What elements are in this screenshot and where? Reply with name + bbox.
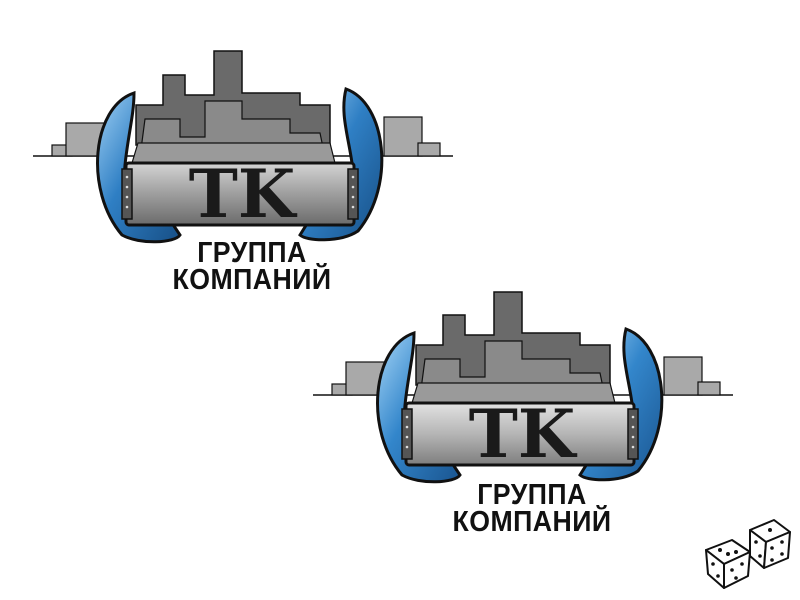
caption-line-2: КОМПАНИЙ: [172, 264, 332, 296]
logo-emblem: TK: [33, 50, 453, 244]
logo-variant: TK ГРУППА КОМПАНИЙ: [310, 287, 740, 537]
caption-line-1: ГРУППА: [197, 237, 307, 269]
caption-line-2: КОМПАНИЙ: [452, 506, 612, 538]
dice-icon: [705, 519, 791, 589]
logo-emblem: TK: [313, 291, 733, 484]
emblem-monogram: TK: [189, 155, 298, 233]
logo-caption: ГРУППА КОМПАНИЙ: [160, 237, 344, 296]
emblem-monogram: TK: [469, 395, 578, 473]
logo-primary: TK ГРУППА КОМПАНИЙ: [30, 45, 460, 295]
logo-caption: ГРУППА КОМПАНИЙ: [440, 479, 624, 538]
caption-line-1: ГРУППА: [477, 479, 587, 511]
